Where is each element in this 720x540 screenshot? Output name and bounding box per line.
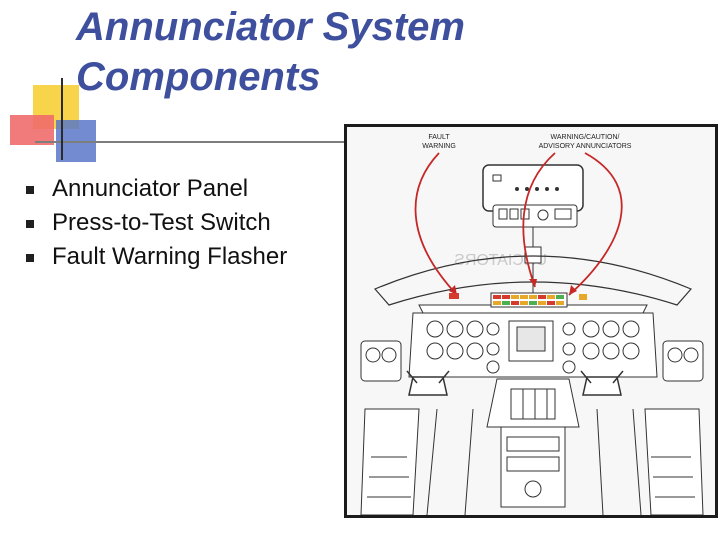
side-panel-left xyxy=(360,340,402,382)
title-underline xyxy=(35,141,355,143)
windshield-frame xyxy=(373,255,693,306)
bullet-text: Press-to-Test Switch xyxy=(52,209,271,236)
label-fault-warning-1: FAULT xyxy=(428,134,450,141)
fault-warning-light xyxy=(449,293,459,299)
label-fault-warning-2: WARNING xyxy=(422,143,456,150)
logo-square-red xyxy=(10,115,54,145)
bullet-item: Annunciator Panel xyxy=(24,172,344,206)
arrow-head xyxy=(449,285,457,295)
arrow-fault-warning xyxy=(414,152,458,296)
slide-title-line-1: Annunciator System xyxy=(76,5,465,49)
arrow-advisory xyxy=(568,152,623,296)
label-advisory-1: WARNING/CAUTION/ xyxy=(551,134,620,141)
bullet-square-icon xyxy=(26,254,34,262)
side-panel-right xyxy=(662,340,704,382)
bullet-text: Annunciator Panel xyxy=(52,175,249,202)
label-advisory-2: ADVISORY ANNUNCIATORS xyxy=(539,143,632,150)
press-to-test-switch xyxy=(579,294,587,300)
control-yoke-right xyxy=(580,370,624,396)
arrow-head xyxy=(529,279,537,287)
bullet-square-icon xyxy=(26,220,34,228)
cockpit-diagram: FAULT WARNING WARNING/CAUTION/ ADVISORY … xyxy=(344,124,718,518)
bullet-list: Annunciator Panel Press-to-Test Switch F… xyxy=(24,172,344,274)
seats xyxy=(360,408,704,515)
slide-title-line-2: Components xyxy=(76,55,321,99)
control-yoke-left xyxy=(406,370,450,396)
bullet-text: Fault Warning Flasher xyxy=(52,243,288,270)
bullet-item: Press-to-Test Switch xyxy=(24,206,344,240)
center-pedestal xyxy=(486,378,580,508)
arrow-head xyxy=(569,285,577,295)
overhead-panel xyxy=(482,164,584,293)
bullet-square-icon xyxy=(26,186,34,194)
slide-title: Annunciator System Components xyxy=(76,2,465,102)
cockpit-illustration: FAULT WARNING WARNING/CAUTION/ ADVISORY … xyxy=(360,134,704,515)
logo-vertical-line xyxy=(61,78,63,160)
instrument-panel xyxy=(408,312,658,378)
annunciator-panel xyxy=(490,292,568,308)
arrow-advisory-2 xyxy=(522,152,556,288)
bullet-item: Fault Warning Flasher xyxy=(24,240,344,274)
